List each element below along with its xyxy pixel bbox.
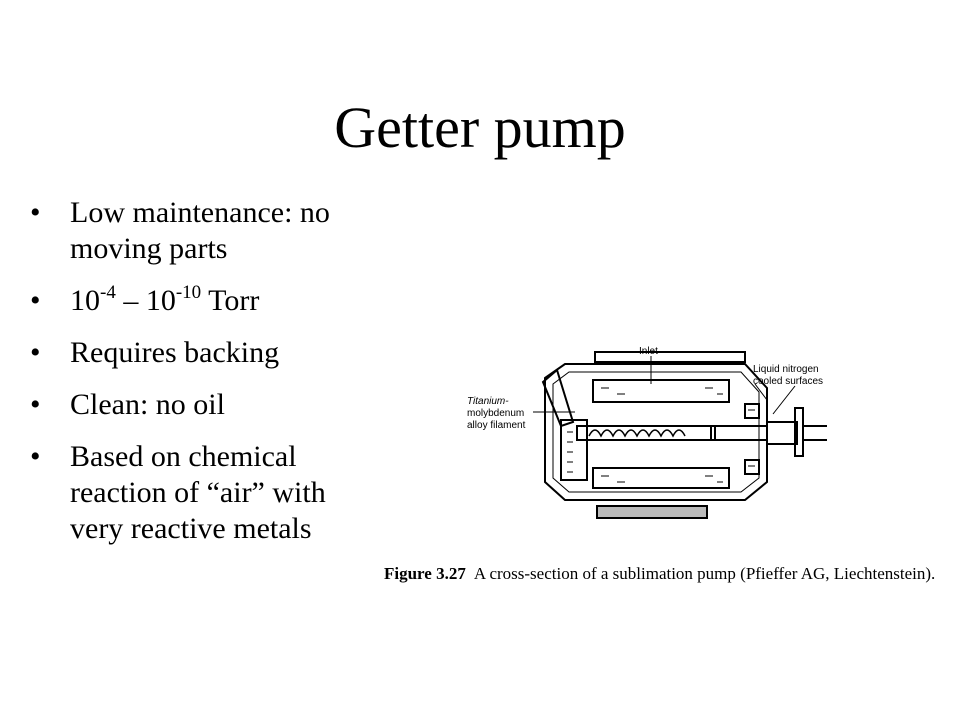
pressure-unit: Torr [201,284,260,317]
bullet-text: Clean: no oil [70,388,225,421]
label-ln2-line2: cooled surfaces [753,376,823,387]
pump-body-outline [541,351,827,519]
figure-number: Figure 3.27 [384,564,466,583]
sublimation-pump-diagram: Inlet Liquid nitrogen cooled surfaces Ti… [467,346,827,519]
leader-lines [533,356,796,415]
bullet-dot: • [30,440,41,473]
slide-title: Getter pump [334,95,626,160]
label-ti-line1: Titanium- [467,396,509,407]
bullet-dot: • [30,388,41,421]
label-inlet: Inlet [639,346,658,357]
pressure-exponent-2: -10 [175,282,202,303]
bullet-dot: • [30,196,41,229]
pressure-separator: – 10 [115,284,176,317]
bullet-item: • Low maintenance: no moving parts [30,195,360,267]
pressure-range: 10-4 – 10-10 Torr [70,282,260,317]
bullet-list: • Low maintenance: no moving parts • 10-… [30,195,360,563]
bullet-text: Low maintenance: no moving parts [70,196,330,265]
pressure-exponent-1: -4 [100,282,116,303]
label-ti-line3: alloy filament [467,420,526,431]
bullet-item: • 10-4 – 10-10 Torr [30,283,360,319]
pressure-base-1: 10 [70,284,100,317]
cooled-surface-hatching [567,387,755,483]
figure-caption: Figure 3.27 A cross-section of a sublimat… [384,563,944,585]
bullet-text: Requires backing [70,336,280,369]
bullet-dot: • [30,284,41,317]
bullet-text: Based on chemical reaction of “air” with… [70,440,326,545]
bullet-item: • Clean: no oil [30,387,360,423]
label-ti-line2: molybdenum [467,408,524,419]
bullet-item: • Requires backing [30,335,360,371]
filament-coil [588,429,686,438]
bullet-dot: • [30,336,41,369]
label-ln2-line1: Liquid nitrogen [753,364,819,375]
bullet-item: • Based on chemical reaction of “air” wi… [30,439,360,547]
figure-caption-text: A cross-section of a sublimation pump (P… [473,564,936,583]
